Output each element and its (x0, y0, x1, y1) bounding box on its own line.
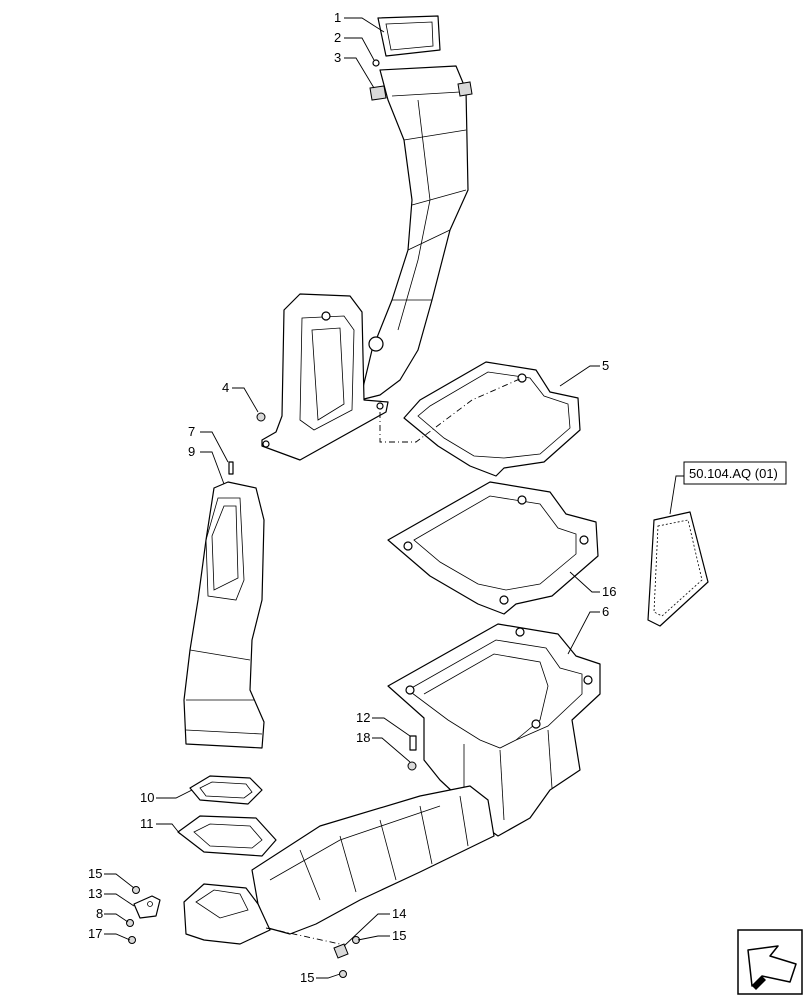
part-4-nut (256, 412, 266, 422)
callout-12: 12 (356, 710, 370, 725)
part-15-screw-a (132, 886, 140, 894)
callout-10: 10 (140, 790, 154, 805)
part-17-screw (128, 936, 136, 944)
part-18-nut (407, 761, 417, 771)
part-13-bracket (133, 895, 161, 919)
part-6-housing-box (387, 623, 601, 837)
callout-2: 2 (334, 30, 341, 45)
callout-15b: 15 (392, 928, 406, 943)
callout-15c: 15 (300, 970, 314, 985)
part-9-left-duct (183, 481, 265, 749)
part-12-pin (409, 735, 417, 751)
callout-1: 1 (334, 10, 341, 25)
part-3-clip (369, 81, 473, 101)
callout-labels: 1 2 3 4 5 6 7 8 9 10 11 12 13 14 15 15 1… (88, 10, 616, 985)
part-10-gasket (189, 775, 263, 805)
callout-13: 13 (88, 886, 102, 901)
callout-15a: 15 (88, 866, 102, 881)
callout-11: 11 (140, 816, 154, 831)
lower-air-duct (183, 785, 495, 945)
assembly-dash-line (379, 377, 523, 443)
callout-8: 8 (96, 906, 103, 921)
callout-5: 5 (602, 358, 609, 373)
part-11-gasket (177, 815, 277, 857)
back-arrow-icon[interactable] (737, 929, 803, 995)
callout-18: 18 (356, 730, 370, 745)
callout-3: 3 (334, 50, 341, 65)
upper-air-duct (359, 65, 469, 401)
leader-lines (104, 17, 684, 979)
callout-4: 4 (222, 380, 229, 395)
callout-6: 6 (602, 604, 609, 619)
part-14-clip (333, 943, 349, 959)
part-2-screw (372, 59, 380, 67)
callout-17: 17 (88, 926, 102, 941)
callout-9: 9 (188, 444, 195, 459)
callout-16: 16 (602, 584, 616, 599)
callout-7: 7 (188, 424, 195, 439)
callout-14: 14 (392, 906, 406, 921)
part-15-screw-c (339, 970, 347, 978)
part-8-nut (126, 919, 134, 927)
part-1-seal (377, 15, 441, 57)
vent-outlet-housing (261, 293, 389, 461)
part-7-screw (228, 461, 234, 475)
reference-part-filter (647, 511, 709, 627)
part-16-gasket-plate (387, 481, 599, 615)
reference-label: 50.104.AQ (01) (689, 466, 778, 481)
part-5-gasket (403, 361, 581, 477)
reference-box[interactable]: 50.104.AQ (01) (683, 461, 787, 485)
